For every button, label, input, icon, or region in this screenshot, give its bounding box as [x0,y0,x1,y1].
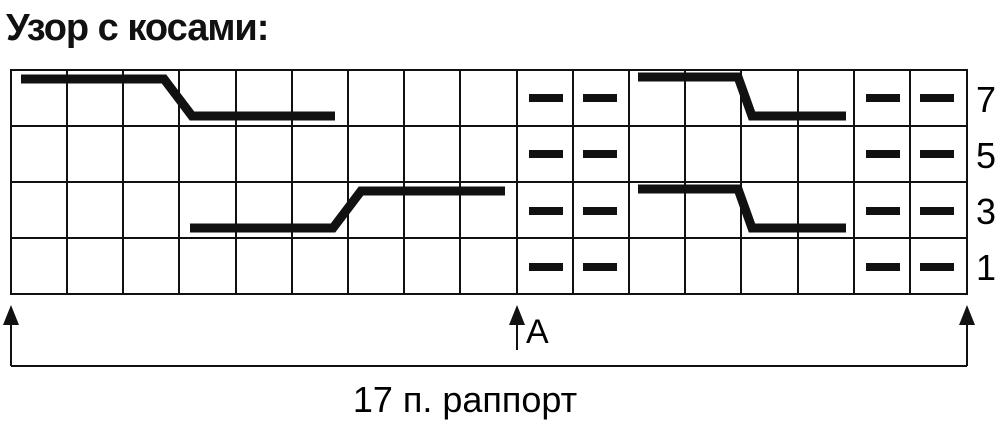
purl-dash [583,207,617,215]
cable-symbols [21,72,846,233]
cable-crossing-left-large [190,186,505,233]
arrow-up-icon [959,305,975,325]
arrow-heads [3,305,975,325]
grid-vertical-lines [66,70,911,294]
purl-dash [920,207,954,215]
row-label-3: 3 [976,191,996,232]
cable-crossing-right-large [21,74,335,121]
row-numbers: 7 5 3 1 [976,79,996,288]
cable-crossing-right-small [638,72,846,121]
purl-dash [866,94,900,102]
purl-dash [920,150,954,158]
purl-dash [583,150,617,158]
arrow-up-icon [509,305,525,325]
repeat-label: 17 п. раппорт [353,379,577,420]
pattern-title: Узор с косами: [6,7,269,49]
chart-grid [10,69,968,295]
row-label-5: 5 [976,135,996,176]
purl-dash [920,94,954,102]
purl-dash [529,263,563,271]
purl-dash [529,207,563,215]
purl-dash [529,150,563,158]
grid-horizontal-lines [11,125,967,239]
purl-symbols [529,94,954,271]
cable-crossing-right-small [638,184,846,233]
repeat-bracket [10,318,968,367]
row-label-7: 7 [976,79,996,120]
purl-dash [583,94,617,102]
purl-dash [920,263,954,271]
purl-dash [866,150,900,158]
purl-dash [583,263,617,271]
purl-dash [866,207,900,215]
purl-dash [529,94,563,102]
row-label-1: 1 [976,247,996,288]
purl-dash [866,263,900,271]
marker-a-label: A [526,313,549,351]
arrow-up-icon [3,305,19,325]
